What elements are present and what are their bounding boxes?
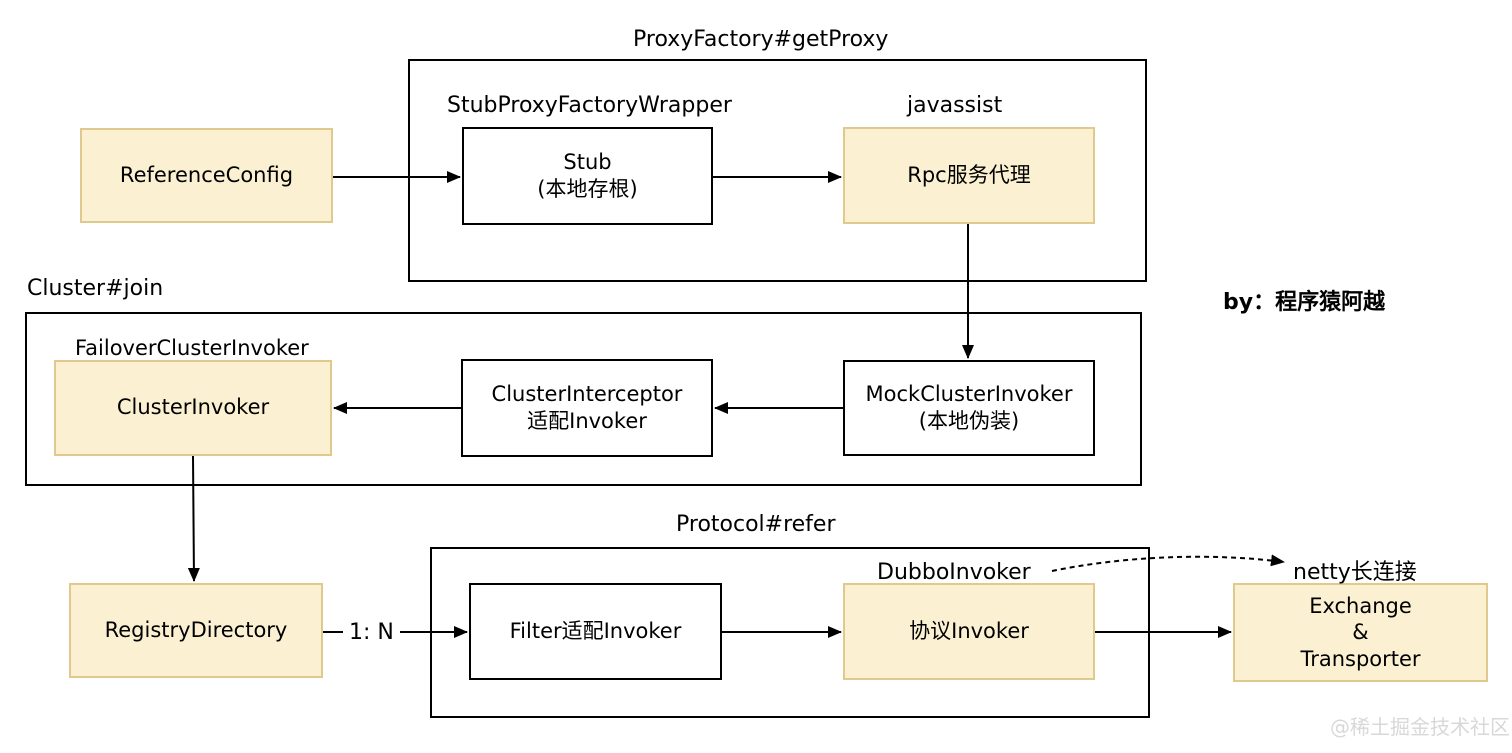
group-box-proxyfactory [408,59,1147,282]
node-label: ReferenceConfig [119,162,294,187]
node-referenceconfig: ReferenceConfig [80,128,333,223]
group-title-protocol: Protocol#refer [676,512,836,537]
arrow-dubboinvoker-to-netty-dashed [1051,554,1285,572]
label-dubboinvoker: DubboInvoker [877,560,1031,585]
node-label: ClusterInterceptor [491,381,683,406]
node-sublabel: Transporter [1300,646,1421,671]
node-clusterinvoker: ClusterInvoker [54,360,332,456]
group-box-cluster [25,312,1142,486]
label-one-to-n: 1: N [343,620,400,645]
node-label: Stub [563,149,612,174]
node-label: Exchange [1309,594,1412,619]
label-author: by：程序猿阿越 [1223,290,1386,315]
label-javassist: javassist [907,93,1003,118]
node-sublabel: (本地存根) [537,177,638,201]
group-title-cluster: Cluster#join [27,276,164,301]
label-netty-connection: netty长连接 [1293,560,1417,585]
node-clusterinterceptor: ClusterInterceptor 适配Invoker [461,359,713,457]
node-sublabel: (本地伪装) [918,409,1020,433]
node-label: Filter适配Invoker [509,618,682,643]
node-label: Rpc服务代理 [907,162,1031,187]
node-rpc-proxy: Rpc服务代理 [843,127,1095,224]
node-exchange-transporter: Exchange & Transporter [1233,583,1488,682]
label-failoverclusterinvoker: FailoverClusterInvoker [75,336,309,360]
node-label: MockClusterInvoker [865,381,1073,406]
label-watermark: @稀土掘金技术社区 [1330,715,1510,739]
node-registrydirectory: RegistryDirectory [69,583,323,678]
node-sublabel: 适配Invoker [527,409,647,433]
group-title-proxyfactory: ProxyFactory#getProxy [633,27,889,52]
node-sublabel: & [1352,620,1369,645]
node-stub: Stub (本地存根) [462,127,713,225]
node-label: RegistryDirectory [104,617,288,642]
label-stubproxyfactorywrapper: StubProxyFactoryWrapper [447,93,732,118]
arrow-clusterinvoker-to-registrydirectory [187,455,200,582]
node-protocol-invoker: 协议Invoker [843,583,1095,680]
node-label: ClusterInvoker [116,395,270,420]
node-filter-invoker: Filter适配Invoker [469,583,722,680]
node-label: 协议Invoker [909,618,1029,643]
node-mockclusterinvoker: MockClusterInvoker (本地伪装) [843,360,1095,456]
